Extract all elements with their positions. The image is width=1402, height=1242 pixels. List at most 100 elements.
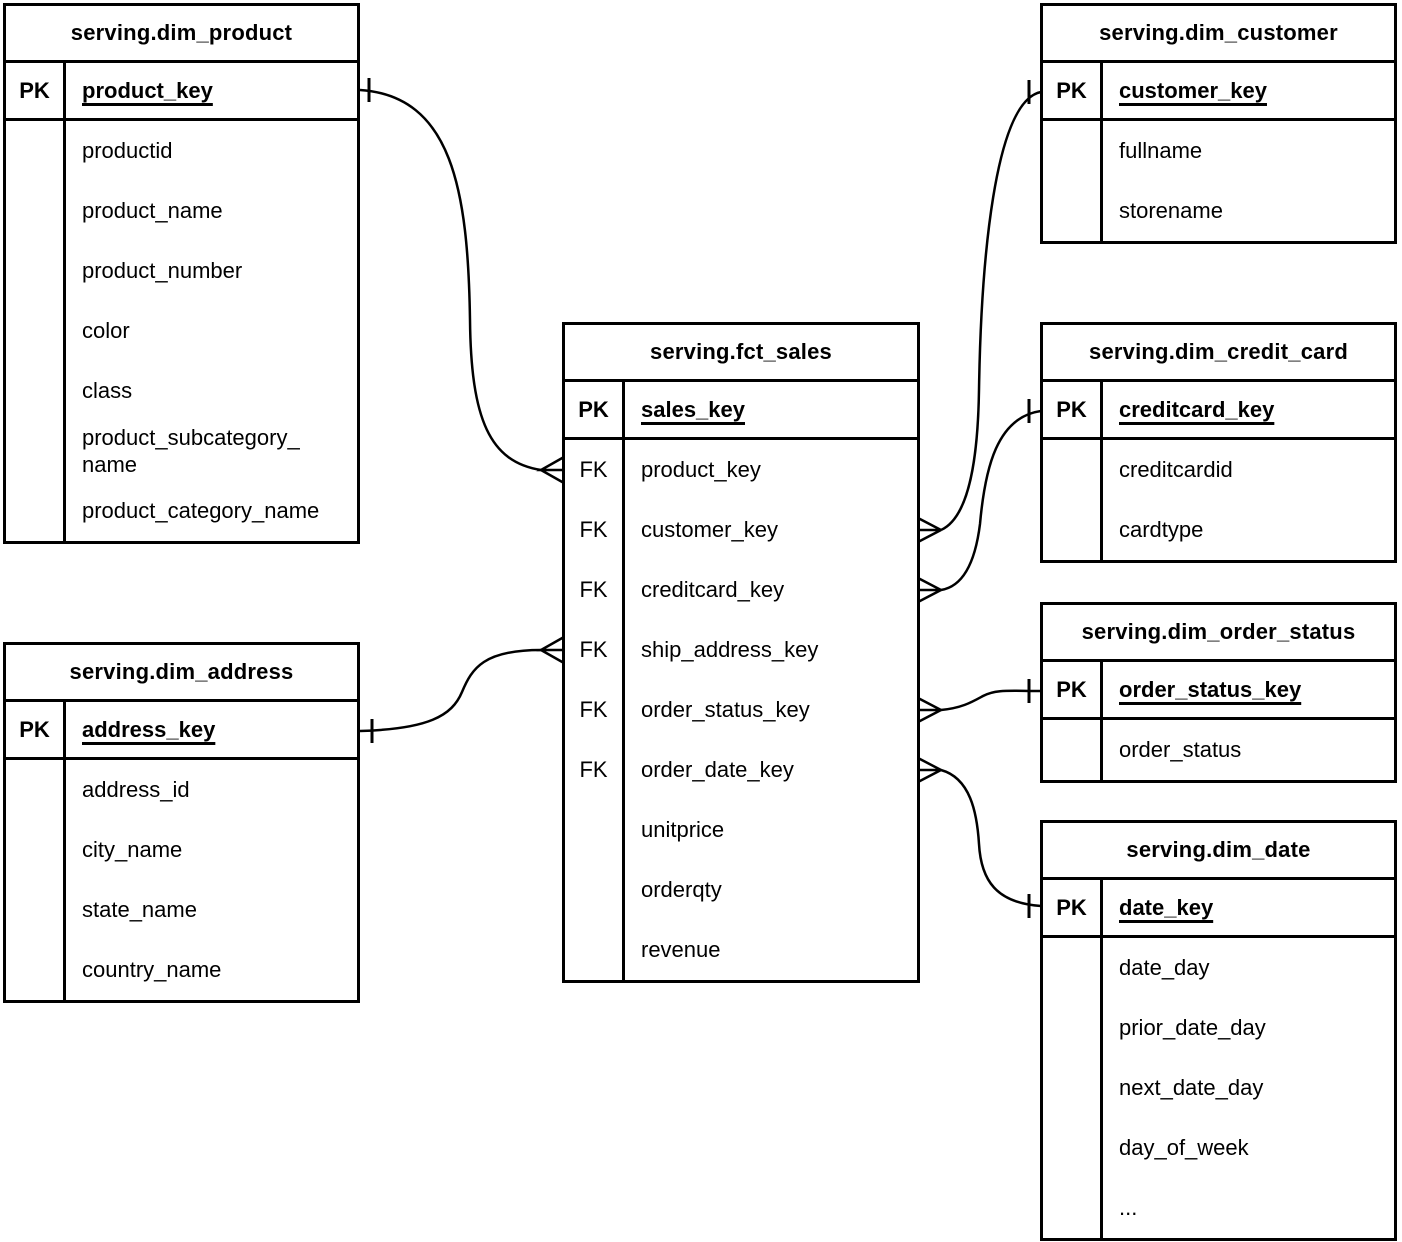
key-badge: [6, 121, 66, 181]
field-row: product_subcategory_ name: [6, 421, 357, 481]
key-badge: [1043, 1178, 1103, 1238]
field-name: order_status_key: [641, 697, 810, 723]
relationship-curve: [940, 768, 1042, 908]
field-row: product_number: [6, 241, 357, 301]
field-row: product_category_name: [6, 481, 357, 541]
field-row: FK order_date_key: [565, 740, 917, 800]
field-row: ...: [1043, 1178, 1394, 1238]
pk-field-name: date_key: [1119, 894, 1214, 920]
field-name: product_subcategory_ name: [82, 424, 300, 478]
field-row: storename: [1043, 181, 1394, 241]
field-name: class: [82, 378, 133, 404]
entity-table-dim-address: serving.dim_address PK address_key addre…: [3, 642, 360, 1003]
fk-badge: FK: [565, 560, 625, 620]
entity-title: serving.dim_customer: [1043, 6, 1394, 63]
field-row: FK creditcard_key: [565, 560, 917, 620]
field-name: next_date_day: [1119, 1075, 1264, 1101]
relationship-sales-address: [359, 635, 565, 743]
entity-title: serving.dim_address: [6, 645, 357, 702]
pk-row: PK sales_key: [565, 382, 917, 440]
key-badge: [6, 241, 66, 301]
field-row: color: [6, 301, 357, 361]
field-row: FK ship_address_key: [565, 620, 917, 680]
pk-row: PK address_key: [6, 702, 357, 760]
field-row: date_day: [1043, 938, 1394, 998]
crows-foot-icon: [917, 756, 942, 784]
field-row: order_status: [1043, 720, 1394, 780]
key-badge: [6, 481, 66, 541]
relationship-sales-customer: [917, 80, 1042, 544]
fk-badge: FK: [565, 680, 625, 740]
entity-table-dim-order-status: serving.dim_order_status PK order_status…: [1040, 602, 1397, 783]
relationship-sales-product: [359, 78, 565, 485]
entity-title: serving.fct_sales: [565, 325, 917, 382]
crows-foot-icon: [536, 635, 565, 665]
field-row: address_id: [6, 760, 357, 820]
pk-badge: PK: [1043, 880, 1103, 935]
relationship-sales-creditcard: [917, 399, 1042, 604]
field-name: product_key: [641, 457, 761, 483]
pk-badge: PK: [6, 702, 66, 757]
field-row: day_of_week: [1043, 1118, 1394, 1178]
field-row: fullname: [1043, 121, 1394, 181]
field-name: product_number: [82, 258, 243, 284]
field-name: productid: [82, 138, 173, 164]
crows-foot-icon: [917, 576, 942, 604]
field-row: cardtype: [1043, 500, 1394, 560]
field-row: creditcardid: [1043, 440, 1394, 500]
fk-badge: FK: [565, 740, 625, 800]
field-name: prior_date_day: [1119, 1015, 1266, 1041]
field-name: creditcardid: [1119, 457, 1233, 483]
key-badge: [6, 421, 66, 481]
pk-badge: PK: [6, 63, 66, 118]
entity-table-dim-credit-card: serving.dim_credit_card PK creditcard_ke…: [1040, 322, 1397, 563]
relationship-sales-orderstatus: [917, 679, 1042, 724]
field-name: creditcard_key: [641, 577, 785, 603]
key-badge: [565, 920, 625, 980]
entity-table-fct-sales: serving.fct_sales PK sales_key FK produc…: [562, 322, 920, 983]
key-badge: [6, 820, 66, 880]
entity-table-dim-product: serving.dim_product PK product_key produ…: [3, 3, 360, 544]
key-badge: [1043, 720, 1103, 780]
field-name: color: [82, 318, 130, 344]
crows-foot-icon: [917, 696, 942, 724]
pk-row: PK date_key: [1043, 880, 1394, 938]
field-name: orderqty: [641, 877, 722, 903]
field-name: date_day: [1119, 955, 1210, 981]
relationship-curve: [940, 689, 1042, 712]
key-badge: [565, 800, 625, 860]
crows-foot-icon: [917, 516, 942, 544]
field-name: ...: [1119, 1195, 1138, 1221]
relationship-curve: [940, 409, 1042, 592]
field-name: revenue: [641, 937, 721, 963]
field-row: state_name: [6, 880, 357, 940]
field-row: country_name: [6, 940, 357, 1000]
key-badge: [6, 361, 66, 421]
field-row: next_date_day: [1043, 1058, 1394, 1118]
pk-field-name: address_key: [82, 716, 216, 742]
field-name: unitprice: [641, 817, 725, 843]
key-badge: [1043, 500, 1103, 560]
entity-title: serving.dim_credit_card: [1043, 325, 1394, 382]
key-badge: [1043, 440, 1103, 500]
key-badge: [565, 860, 625, 920]
pk-field-name: product_key: [82, 77, 213, 103]
relationship-curve: [359, 648, 542, 733]
pk-field-name: creditcard_key: [1119, 396, 1275, 422]
key-badge: [1043, 121, 1103, 181]
field-name: storename: [1119, 198, 1223, 224]
entity-table-dim-date: serving.dim_date PK date_key date_day pr…: [1040, 820, 1397, 1241]
key-badge: [6, 301, 66, 361]
pk-field-name: customer_key: [1119, 77, 1267, 103]
pk-badge: PK: [1043, 382, 1103, 437]
field-row: prior_date_day: [1043, 998, 1394, 1058]
field-name: order_status: [1119, 737, 1242, 763]
relationship-curve: [940, 90, 1042, 532]
pk-row: PK customer_key: [1043, 63, 1394, 121]
field-row: FK product_key: [565, 440, 917, 500]
field-row: revenue: [565, 920, 917, 980]
pk-field-name: sales_key: [641, 396, 745, 422]
field-row: FK order_status_key: [565, 680, 917, 740]
fk-badge: FK: [565, 620, 625, 680]
